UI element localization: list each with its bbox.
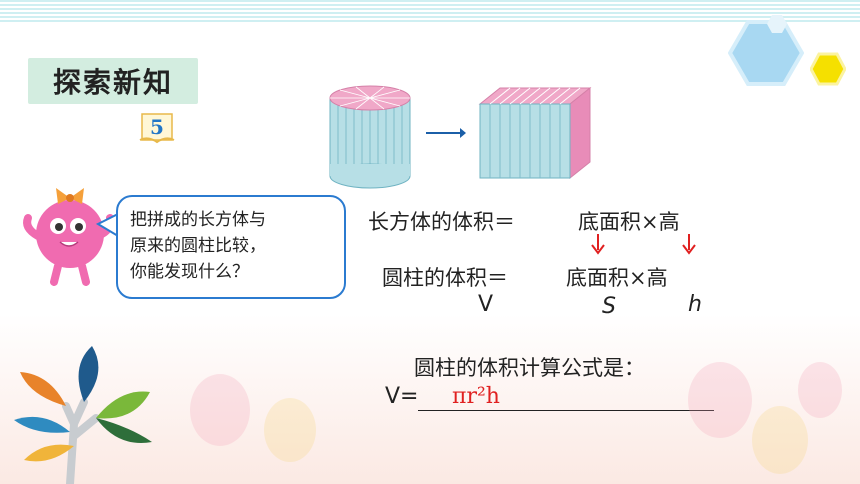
page-title: 探索新知 [28,58,198,104]
arrow-right-icon [426,128,466,138]
speech-bubble: 把拼成的长方体与 原来的圆柱比较， 你能发现什么？ [116,195,346,299]
cylinder-diagram [329,85,411,189]
red-arrow-down-icon [682,234,696,255]
balloons-decoration-icon [190,362,842,474]
book-icon [139,113,175,144]
cuboid-volume-label: 长方体的体积＝ [368,210,515,234]
answer-underline [418,410,714,411]
variable-v: V [478,292,494,317]
cuboid-diagram [478,86,592,180]
red-arrow-down-icon [591,234,605,255]
cylinder-volume-label: 圆柱的体积＝ [382,266,508,290]
cylinder-volume-formula: 底面积×高 [566,266,668,290]
formula-prompt: 圆柱的体积计算公式是： [414,356,645,380]
tree-decoration-icon [14,346,152,484]
variable-h: h [688,292,702,317]
cuboid-volume-formula: 底面积×高 [578,210,680,234]
answer-prefix: V= [385,384,419,409]
example-number-badge: 5 [138,112,176,146]
variable-s: S [602,294,616,319]
answer-formula: πr²h [452,384,500,409]
small-hexagon-decoration-icon [810,52,846,86]
bubble-line-3: 你能发现什么？ [130,262,249,282]
bubble-line-1: 把拼成的长方体与 [130,210,266,230]
bubble-line-2: 原来的圆柱比较， [130,236,266,256]
top-stripe-decoration [0,0,860,22]
tiny-hexagon-decoration-icon [767,15,787,33]
example-number: 5 [150,115,164,139]
